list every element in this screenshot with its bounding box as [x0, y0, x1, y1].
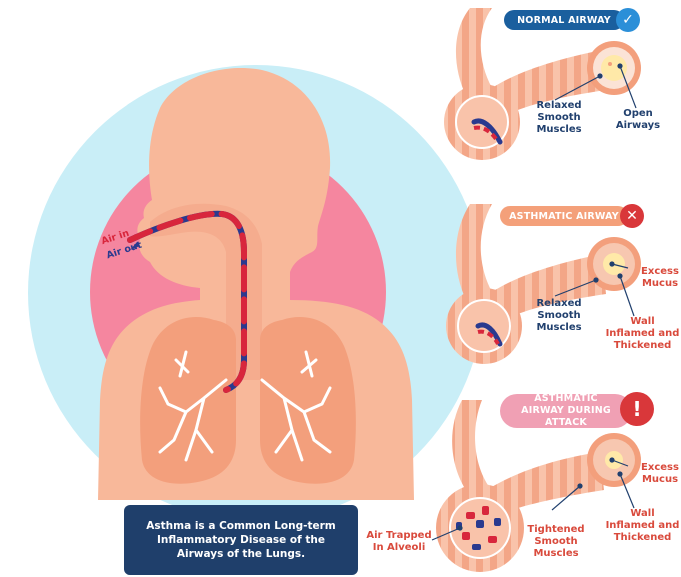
left-lung — [140, 317, 236, 484]
right-lung — [260, 317, 356, 484]
attack-airway-badge-text: ASTHMATIC AIRWAY DURING ATTACK — [521, 393, 611, 428]
asthmatic-excess-mucus-label: Excess Mucus — [641, 266, 679, 289]
normal-relaxed-muscles-label: Relaxed Smooth Muscles — [536, 100, 582, 135]
leader-lines — [431, 63, 637, 541]
air-out-arrow — [130, 242, 140, 250]
asthmatic-wall-inflamed-label: Wall Inflamed and Thickened — [605, 316, 680, 351]
attack-wall-inflamed-label: Wall Inflamed and Thickened — [605, 508, 680, 543]
airflow-path — [127, 210, 247, 393]
normal-airway-badge-text: NORMAL AIRWAY — [517, 14, 611, 26]
air-in-arrow — [128, 234, 138, 242]
asthmatic-relaxed-muscles-label: Relaxed Smooth Muscles — [536, 298, 582, 333]
check-icon: ✓ — [616, 8, 640, 32]
exclamation-icon: ! — [620, 392, 654, 426]
tightened-muscles-label: Tightened Smooth Muscles — [527, 524, 585, 559]
open-airways-label: Open Airways — [615, 108, 661, 131]
caption-box: Asthma is a Common Long-term Inflammator… — [124, 505, 358, 575]
asthmatic-airway-drawing — [446, 204, 641, 364]
attack-excess-mucus-label: Excess Mucus — [641, 462, 679, 485]
cross-icon: ✕ — [620, 204, 644, 228]
caption-text: Asthma is a Common Long-term Inflammator… — [146, 520, 336, 560]
asthmatic-airway-badge-text: ASTHMATIC AIRWAY — [509, 210, 619, 222]
attack-airway-drawing — [436, 400, 641, 572]
attack-airway-badge: ASTHMATIC AIRWAY DURING ATTACK — [500, 393, 632, 428]
air-trapped-label: Air Trapped In Alveoli — [366, 530, 432, 553]
normal-airway-drawing — [444, 8, 641, 160]
bronchial-tree — [158, 350, 332, 462]
asthmatic-airway-badge: ASTHMATIC AIRWAY — [500, 206, 628, 226]
normal-airway-badge: NORMAL AIRWAY — [504, 10, 624, 30]
